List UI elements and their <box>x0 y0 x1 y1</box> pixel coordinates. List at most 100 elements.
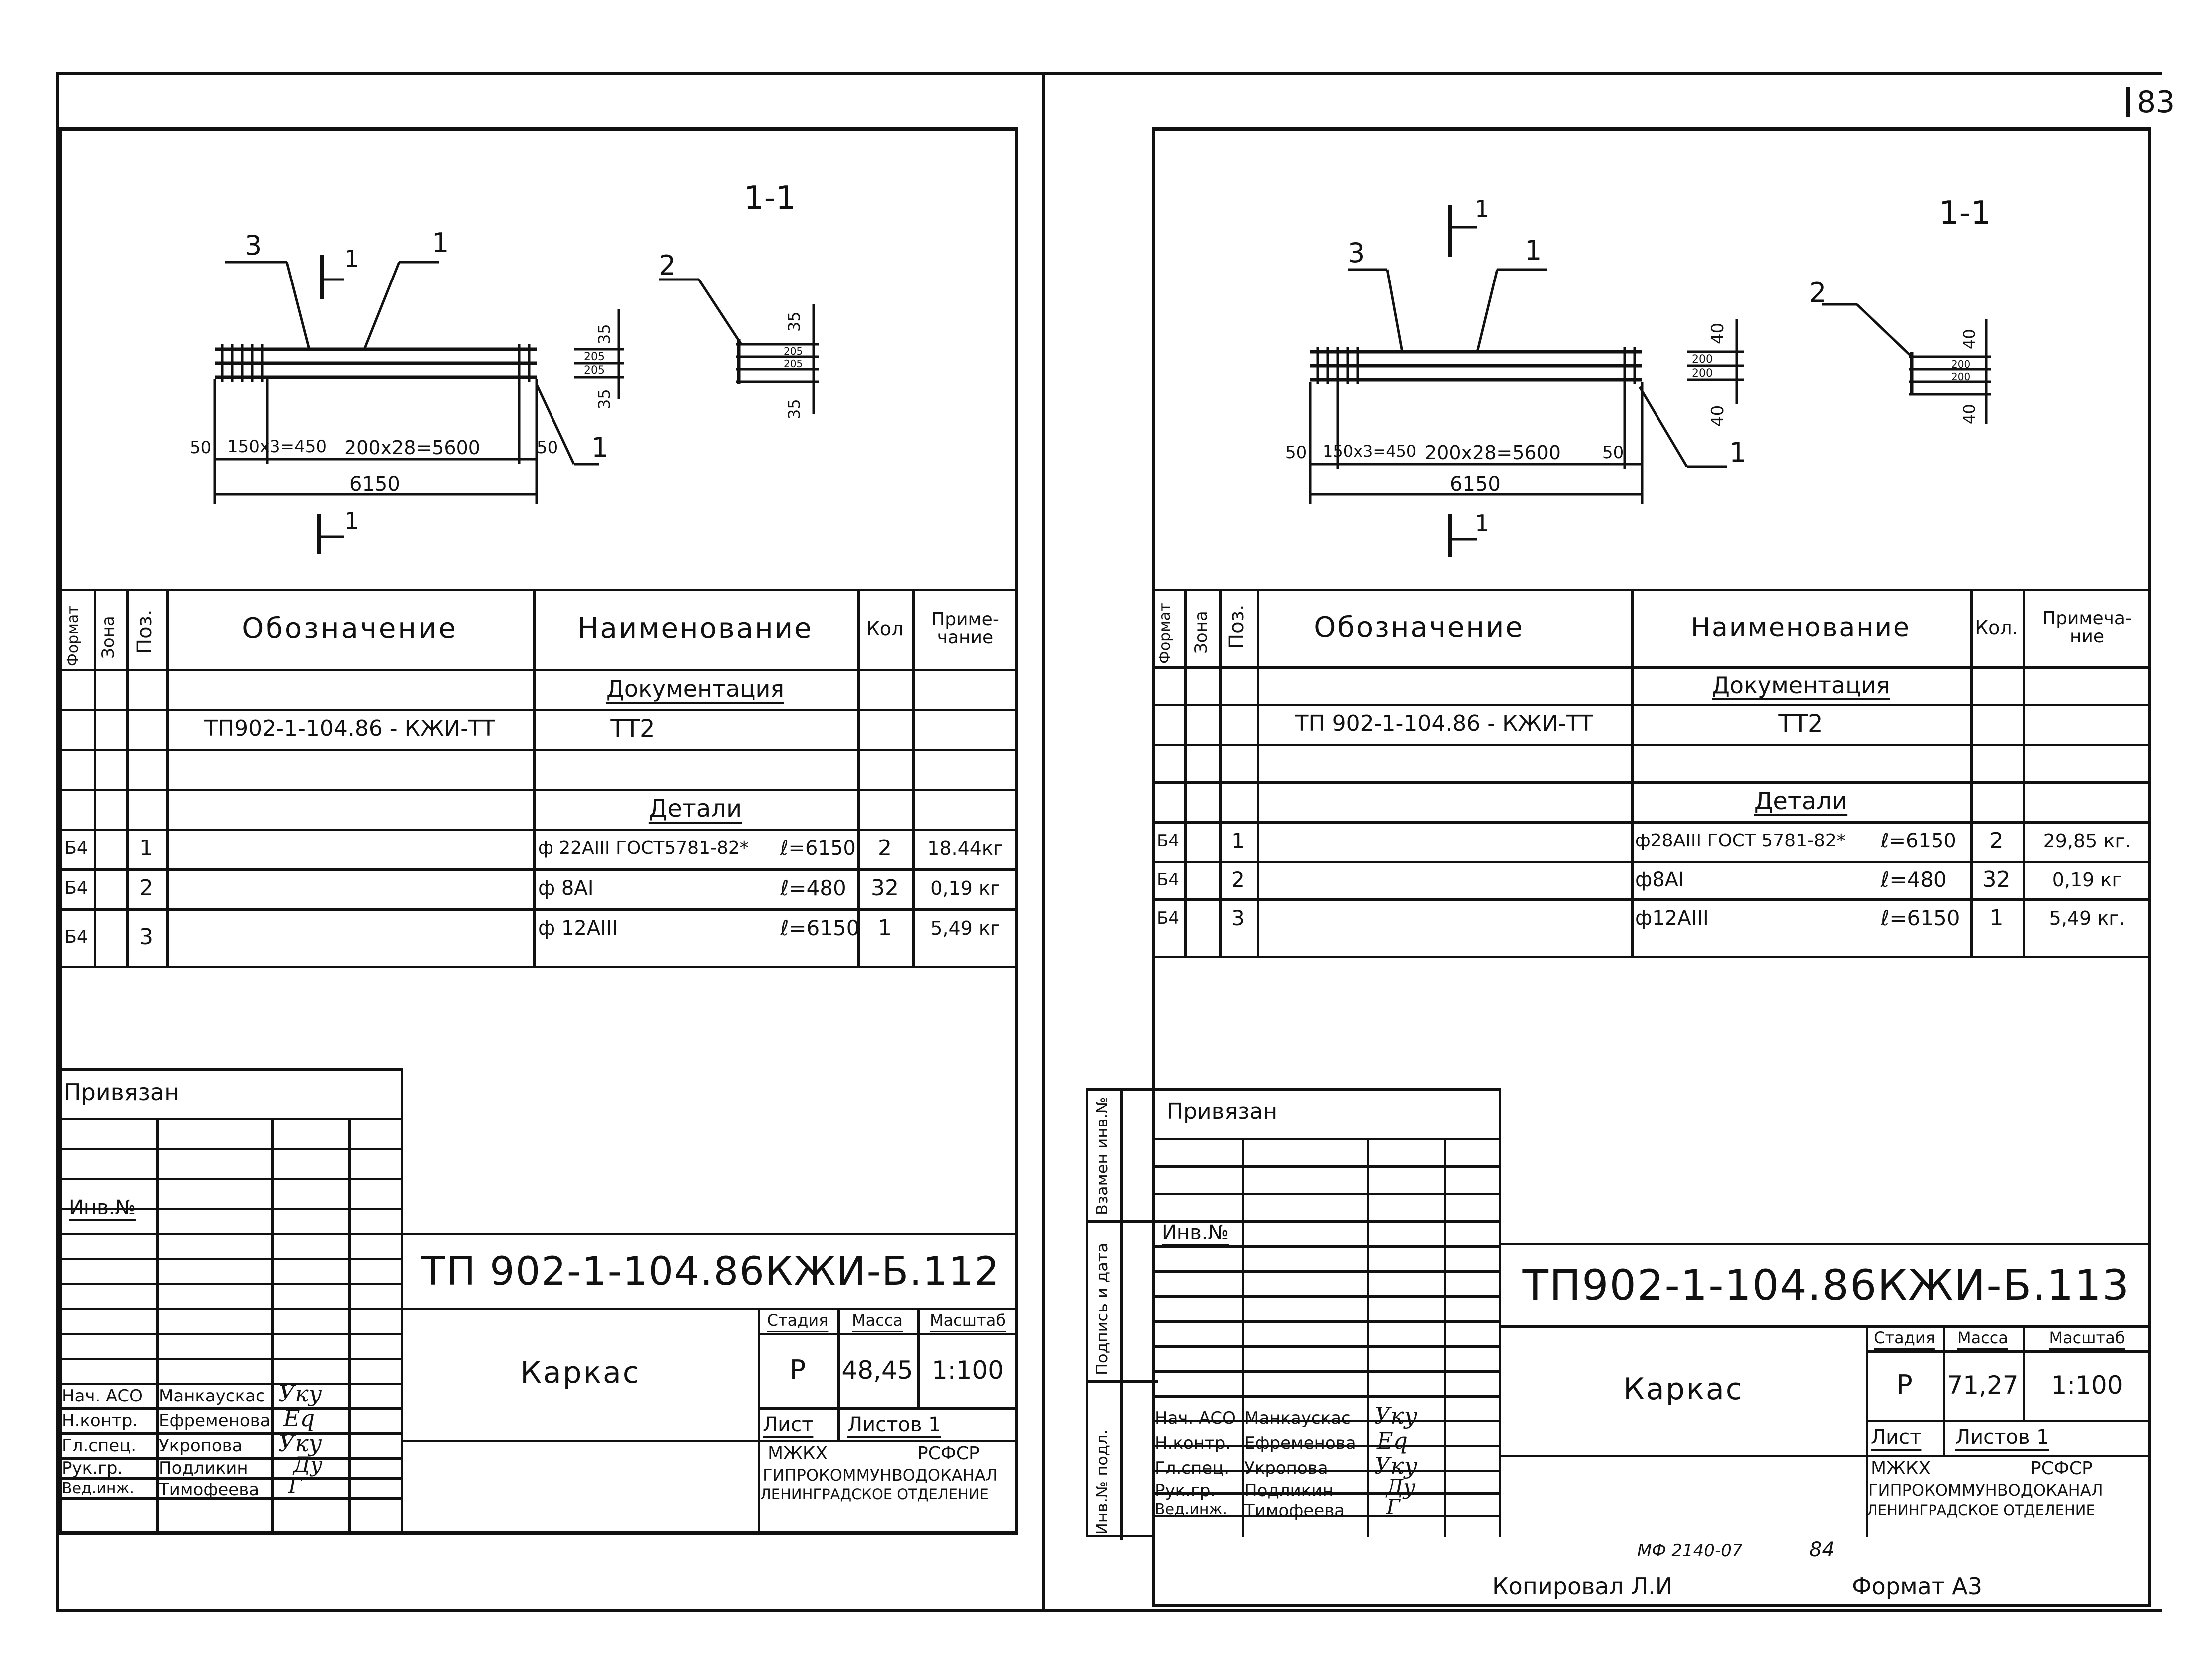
right-row1-pos: 1 <box>1231 829 1245 853</box>
left-row1-qty: 2 <box>878 836 892 861</box>
left-role-2: Н.контр. <box>62 1411 138 1431</box>
left-callout-1b: 1 <box>591 432 609 463</box>
left-vdim-top: 35 <box>595 324 614 344</box>
right-person-5: Тимофеева <box>1244 1501 1345 1521</box>
right-section-mark-bottom: 1 <box>1475 510 1490 537</box>
right-row2-length: ℓ=480 <box>1881 867 1947 892</box>
left-row3-length: ℓ=6150 <box>780 916 860 940</box>
left-role-5: Вед.инж. <box>62 1480 134 1497</box>
left-hdr-pos: Поз. <box>133 609 156 654</box>
right-doc-designation: ТП 902-1-104.86 - КЖИ-ТТ <box>1295 711 1593 736</box>
left-hdr-qty: Кол <box>866 618 904 640</box>
left-section-mark-bottom: 1 <box>344 507 359 534</box>
right-row1-format: Б4 <box>1157 831 1179 851</box>
right-section-title: 1-1 <box>1939 195 1991 232</box>
right-row3-format: Б4 <box>1157 908 1179 928</box>
right-sig-3: Уку <box>1374 1452 1418 1479</box>
left-person-4: Подликин <box>159 1458 248 1478</box>
right-hdr-format: Формат <box>1156 603 1174 664</box>
right-row2-qty: 32 <box>1982 866 2011 892</box>
right-role-2: Н.контр. <box>1155 1433 1231 1453</box>
right-side-label-replace-inv: Взамен инв.№ <box>1093 1097 1111 1215</box>
left-vdim-bot: 35 <box>595 389 614 409</box>
left-hdr-name: Наименование <box>577 612 813 645</box>
right-org-1b: РСФСР <box>2030 1458 2093 1479</box>
left-callout-2: 2 <box>659 250 676 281</box>
footer-ref: МФ 2140-07 <box>1637 1541 1743 1561</box>
right-mass-label: Масса <box>1957 1328 2008 1347</box>
right-vdim-mid1: 200 <box>1692 353 1713 366</box>
left-row1-pos: 1 <box>139 836 153 861</box>
left-hdr-zone: Зона <box>98 616 118 659</box>
right-stamp-title: Каркас <box>1623 1371 1744 1406</box>
right-vdim-mid2: 200 <box>1692 367 1713 380</box>
right-org-2: ГИПРОКОММУНВОДОКАНАЛ <box>1868 1481 2103 1500</box>
right-scale-value: 1:100 <box>2051 1371 2123 1400</box>
left-role-4: Рук.гр. <box>62 1458 123 1478</box>
footer-copied: Копировал Л.И <box>1492 1573 1673 1600</box>
right-sig-1: Уку <box>1374 1402 1418 1429</box>
footer-ref-page: 84 <box>1809 1538 1835 1561</box>
right-stamp-code: ТП902-1-104.86КЖИ-Б.113 <box>1522 1261 2130 1310</box>
left-sig-1: Уку <box>278 1380 322 1407</box>
left-sec-vdim-mid2: 205 <box>784 358 803 370</box>
right-dim-total: 6150 <box>1450 473 1501 496</box>
left-callout-1: 1 <box>432 227 449 259</box>
left-title-block: Привязан Инв.№ Нач. АСО Манкаускас Уку Н… <box>59 1068 1018 1535</box>
left-row2-pos: 2 <box>139 875 153 901</box>
left-scale-label: Масштаб <box>929 1311 1006 1330</box>
left-row2-qty: 32 <box>871 875 899 901</box>
right-sheet <box>1152 127 2151 1607</box>
left-doc-section: Документация <box>606 675 785 702</box>
right-hdr-note: Примеча- ние <box>2042 608 2132 647</box>
right-row3-name: ф12АIII <box>1635 907 1709 930</box>
left-role-1: Нач. АСО <box>62 1386 143 1406</box>
right-row1-length: ℓ=6150 <box>1881 830 1956 852</box>
left-sheet <box>59 127 1018 1535</box>
left-sec-vdim-mid1: 205 <box>784 345 803 357</box>
center-divider <box>1042 75 1045 1612</box>
left-section-mark-top: 1 <box>344 245 359 272</box>
left-mass-value: 48,45 <box>841 1356 913 1385</box>
left-row3-format: Б4 <box>64 926 88 947</box>
right-row2-format: Б4 <box>1157 869 1179 890</box>
left-doc-name: ТТ2 <box>610 715 655 743</box>
right-hdr-pos: Поз. <box>1225 604 1248 649</box>
left-person-5: Тимофеева <box>159 1480 260 1500</box>
left-row1-name: ф 22АIII ГОСТ5781-82* <box>538 838 749 858</box>
left-bound-label: Привязан <box>64 1079 180 1106</box>
right-vdim-top: 40 <box>1708 322 1728 344</box>
right-title-block: Привязан Инв.№ Нач. АСО Манкаускас Уку Н… <box>1152 1088 2151 1537</box>
right-hdr-qty: Кол. <box>1975 616 2018 639</box>
left-row3-qty: 1 <box>878 915 892 941</box>
left-sig-2: Eq <box>283 1405 315 1432</box>
right-spec-table: Формат Зона Поз. Обозначение Наименовани… <box>1152 589 2151 958</box>
right-details-section: Детали <box>1754 787 1848 815</box>
right-sheets-label: Листов 1 <box>1955 1426 2049 1449</box>
right-section-mark-top: 1 <box>1475 195 1490 222</box>
right-role-4: Рук.гр. <box>1155 1481 1216 1501</box>
left-person-1: Манкаускас <box>159 1386 265 1406</box>
left-doc-designation: ТП902-1-104.86 - КЖИ-ТТ <box>204 716 495 741</box>
right-side-labels: Взамен инв.№ Подпись и дата Инв.№ подл. <box>1086 1088 1158 1540</box>
left-org-1b: РСФСР <box>917 1443 980 1464</box>
right-row2-note: 0,19 кг <box>2052 868 2122 891</box>
left-row3-note: 5,49 кг <box>930 917 1000 939</box>
left-dim-50a: 50 <box>190 438 212 458</box>
right-dim-span1: 150x3=450 <box>1323 442 1417 461</box>
right-hdr-zone: Зона <box>1191 611 1211 654</box>
right-callout-1: 1 <box>1525 235 1542 266</box>
right-row2-name: ф8АI <box>1635 868 1684 891</box>
right-hdr-name: Наименование <box>1690 612 1911 643</box>
left-inv-label: Инв.№ <box>69 1196 136 1219</box>
right-scale-label: Масштаб <box>2049 1328 2125 1347</box>
left-mass-label: Масса <box>851 1311 903 1330</box>
left-org-3: Ленинградское отделение <box>760 1486 989 1503</box>
right-callout-3: 3 <box>1348 237 1365 269</box>
right-person-1: Манкаускас <box>1244 1408 1351 1428</box>
left-callout-3: 3 <box>245 230 262 261</box>
right-row3-length: ℓ=6150 <box>1881 906 1960 930</box>
left-row3-name: ф 12АIII <box>538 917 618 940</box>
left-row2-name: ф 8АI <box>538 877 594 900</box>
left-stamp-code: ТП 902-1-104.86КЖИ-Б.112 <box>421 1249 1000 1294</box>
